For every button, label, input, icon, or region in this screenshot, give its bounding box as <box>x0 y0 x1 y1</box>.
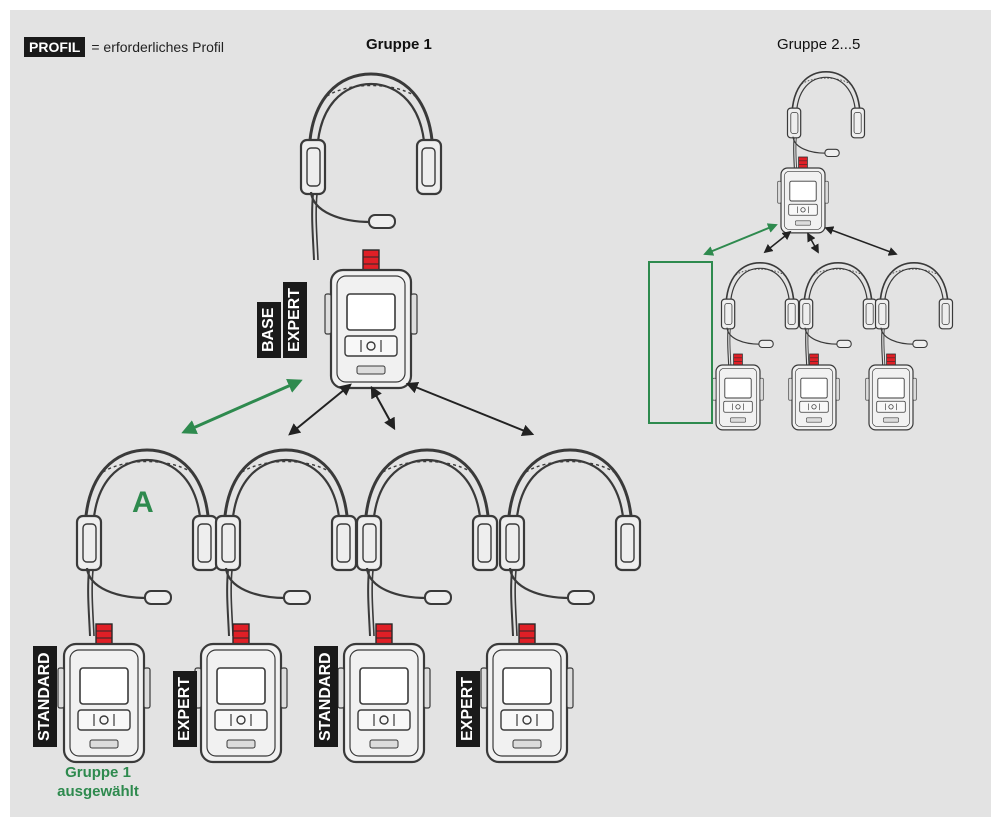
group2-link-arrow-green <box>703 223 778 256</box>
group2-device-2 <box>788 353 840 431</box>
user-device-1 <box>56 622 152 764</box>
selected-note-line-2: ausgewählt <box>57 783 139 800</box>
selected-note-line-1: Gruppe 1 <box>65 764 131 781</box>
group1-title: Gruppe 1 <box>366 36 432 53</box>
legend-profile-tag: PROFIL <box>24 37 86 57</box>
user-3-profile-label: STANDARD <box>314 646 338 747</box>
user-headset-4 <box>498 448 642 638</box>
user-headset-2 <box>214 448 358 638</box>
user-headset-1 <box>75 448 219 638</box>
user-device-3 <box>336 622 432 764</box>
selected-user-marker: A <box>132 486 154 519</box>
group2-title: Gruppe 2...5 <box>777 36 861 53</box>
group2-placeholder-box <box>648 261 713 424</box>
user-device-2 <box>193 622 289 764</box>
link-arrow-user-1 <box>181 378 303 435</box>
base-label-base: BASE <box>257 301 281 358</box>
user-4-profile-label: EXPERT <box>456 670 480 747</box>
group2-base-device <box>777 156 829 234</box>
user-1-profile-label: STANDARD <box>33 646 57 747</box>
base-headset <box>299 72 443 262</box>
user-device-4 <box>479 622 575 764</box>
legend: PROFIL = erforderliches Profil <box>24 37 224 57</box>
group2-link-arrow-1 <box>763 230 792 254</box>
link-arrow-user-2 <box>288 383 352 436</box>
group2-link-arrow-2 <box>807 232 819 254</box>
group2-headset-2 <box>798 261 878 366</box>
group2-headset-1 <box>720 261 800 366</box>
group2-link-arrow-3 <box>824 226 898 256</box>
base-label-expert: EXPERT <box>283 281 307 358</box>
legend-text: = erforderliches Profil <box>91 39 225 55</box>
group2-device-3 <box>865 353 917 431</box>
selected-group-note: Gruppe 1 ausgewählt <box>38 763 158 801</box>
link-arrow-user-3 <box>370 385 396 431</box>
user-2-profile-label: EXPERT <box>173 670 197 747</box>
group2-headset-3 <box>874 261 954 366</box>
user-headset-3 <box>355 448 499 638</box>
link-arrow-user-4 <box>405 382 535 436</box>
group2-device-1 <box>712 353 764 431</box>
base-device <box>323 248 419 390</box>
